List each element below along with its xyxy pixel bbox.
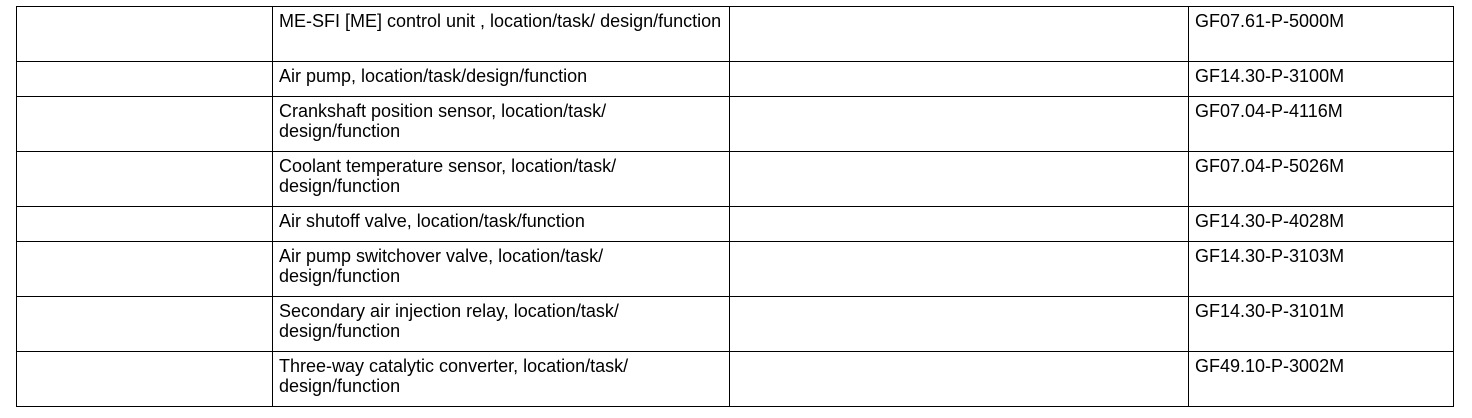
document-reference: GF07.04-P-4116M: [1195, 101, 1343, 121]
component-description: Air pump, location/task/design/function: [279, 66, 588, 86]
reference-table: ME-SFI [ME] control unit , location/task…: [16, 6, 1454, 407]
empty-cell-middle: [729, 206, 1189, 242]
empty-cell-middle: [729, 6, 1189, 62]
component-description: Secondary air injection relay, location/…: [279, 301, 619, 341]
table-row: Secondary air injection relay, location/…: [16, 296, 1454, 352]
table-row: Three-way catalytic converter, location/…: [16, 351, 1454, 407]
document-reference-cell: GF14.30-P-4028M: [1188, 206, 1454, 242]
empty-cell-middle: [729, 151, 1189, 207]
empty-cell-left: [16, 241, 273, 297]
document-reference: GF14.30-P-3101M: [1195, 301, 1345, 321]
component-description: Air pump switchover valve, location/task…: [279, 246, 604, 286]
table-row: Crankshaft position sensor, location/tas…: [16, 96, 1454, 152]
empty-cell-left: [16, 206, 273, 242]
document-reference-cell: GF14.30-P-3101M: [1188, 296, 1454, 352]
component-description-cell: Secondary air injection relay, location/…: [272, 296, 730, 352]
component-description: Three-way catalytic converter, location/…: [279, 356, 629, 396]
table-row: Air pump switchover valve, location/task…: [16, 241, 1454, 297]
component-description-cell: Air shutoff valve, location/task/functio…: [272, 206, 730, 242]
document-reference-cell: GF07.04-P-5026M: [1188, 151, 1454, 207]
table-row: ME-SFI [ME] control unit , location/task…: [16, 6, 1454, 62]
empty-cell-middle: [729, 351, 1189, 407]
component-description: Air shutoff valve, location/task/functio…: [279, 211, 585, 231]
component-description: ME-SFI [ME] control unit , location/task…: [279, 11, 722, 31]
document-reference: GF07.04-P-5026M: [1195, 156, 1345, 176]
empty-cell-middle: [729, 241, 1189, 297]
document-reference-cell: GF07.61-P-5000M: [1188, 6, 1454, 62]
document-reference: GF14.30-P-3100M: [1195, 66, 1345, 86]
table-row: Air shutoff valve, location/task/functio…: [16, 206, 1454, 242]
empty-cell-left: [16, 351, 273, 407]
empty-cell-left: [16, 61, 273, 97]
document-reference-cell: GF07.04-P-4116M: [1188, 96, 1454, 152]
component-description-cell: Air pump switchover valve, location/task…: [272, 241, 730, 297]
table-row: Air pump, location/task/design/function G…: [16, 61, 1454, 97]
document-reference: GF14.30-P-3103M: [1195, 246, 1345, 266]
component-description-cell: Three-way catalytic converter, location/…: [272, 351, 730, 407]
document-reference-cell: GF14.30-P-3100M: [1188, 61, 1454, 97]
empty-cell-middle: [729, 96, 1189, 152]
table-row: Coolant temperature sensor, location/tas…: [16, 151, 1454, 207]
empty-cell-middle: [729, 61, 1189, 97]
document-reference: GF14.30-P-4028M: [1195, 211, 1345, 231]
component-description-cell: ME-SFI [ME] control unit , location/task…: [272, 6, 730, 62]
empty-cell-middle: [729, 296, 1189, 352]
component-description: Crankshaft position sensor, location/tas…: [279, 101, 607, 141]
empty-cell-left: [16, 296, 273, 352]
empty-cell-left: [16, 151, 273, 207]
component-description-cell: Air pump, location/task/design/function: [272, 61, 730, 97]
document-reference-cell: GF14.30-P-3103M: [1188, 241, 1454, 297]
empty-cell-left: [16, 6, 273, 62]
empty-cell-left: [16, 96, 273, 152]
document-reference: GF07.61-P-5000M: [1195, 11, 1345, 31]
component-description: Coolant temperature sensor, location/tas…: [279, 156, 617, 196]
component-description-cell: Crankshaft position sensor, location/tas…: [272, 96, 730, 152]
document-reference: GF49.10-P-3002M: [1195, 356, 1345, 376]
component-description-cell: Coolant temperature sensor, location/tas…: [272, 151, 730, 207]
reference-table-body: ME-SFI [ME] control unit , location/task…: [16, 6, 1454, 407]
document-reference-cell: GF49.10-P-3002M: [1188, 351, 1454, 407]
